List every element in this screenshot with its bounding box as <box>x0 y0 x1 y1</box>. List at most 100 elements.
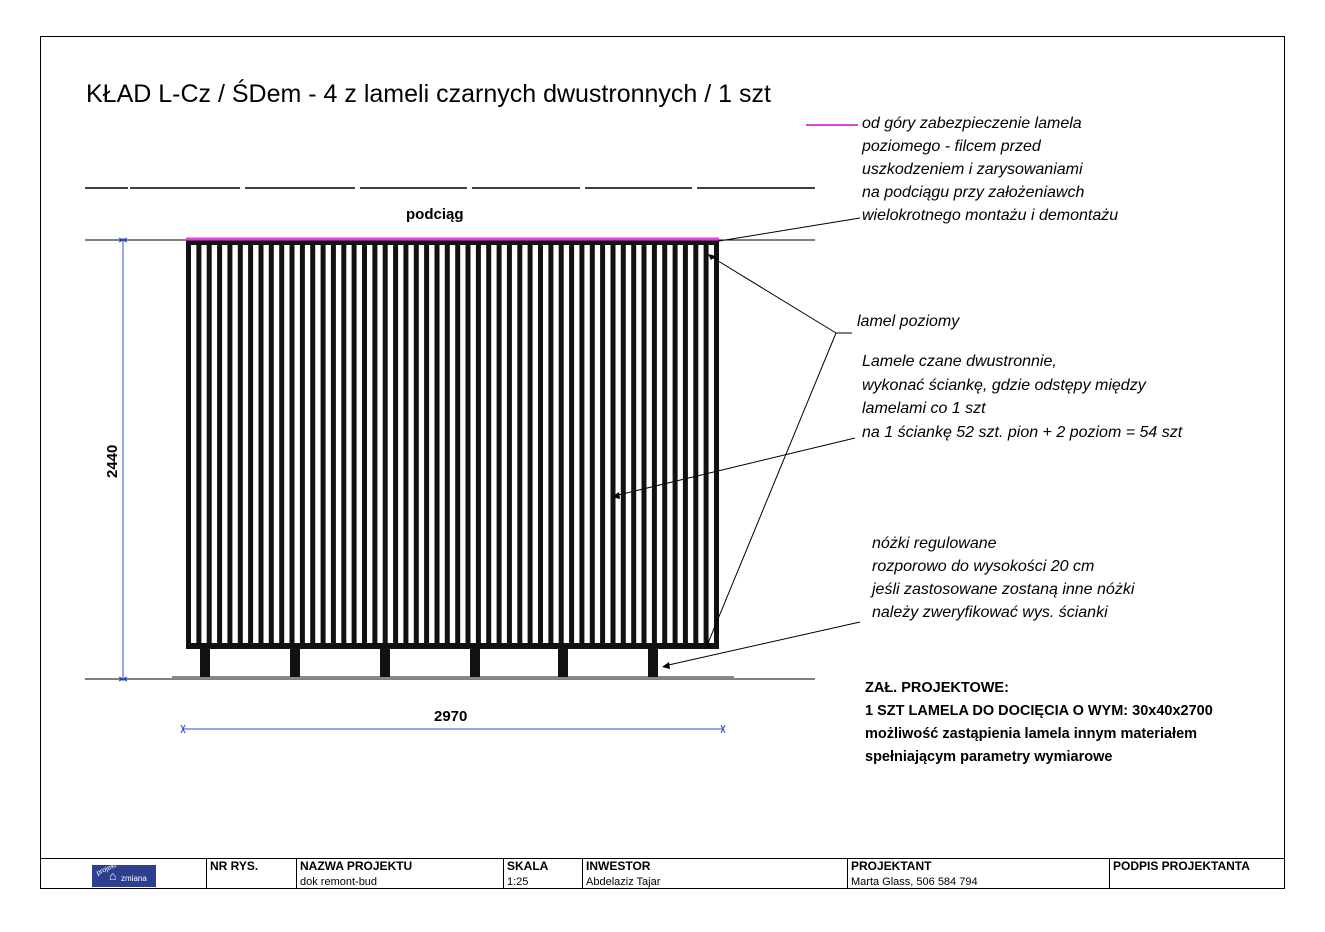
vertical-lamel <box>351 245 357 643</box>
note-line: Lamele czane dwustronnie, <box>862 353 1057 370</box>
vertical-lamel <box>682 245 688 643</box>
vertical-lamel <box>641 245 647 643</box>
adjustable-foot <box>290 649 300 677</box>
vertical-lamel <box>703 245 709 643</box>
vertical-lamel <box>672 245 678 643</box>
vertical-lamels <box>186 245 719 643</box>
vertical-lamel <box>289 245 295 643</box>
vertical-lamel <box>299 245 305 643</box>
scale-value: 1:25 <box>507 876 529 888</box>
vertical-lamel <box>206 245 212 643</box>
project-name-header: NAZWA PROJEKTU <box>300 859 413 873</box>
adjustable-foot <box>380 649 390 677</box>
width-dimension <box>180 724 726 734</box>
vertical-lamel <box>506 245 512 643</box>
drawing-number-cell: NR RYS. <box>206 859 298 889</box>
vertical-lamel <box>569 245 575 643</box>
note-line: nóżki regulowane <box>872 535 997 552</box>
vertical-lamel <box>268 245 274 643</box>
vertical-lamel <box>320 245 326 643</box>
scale-cell: SKALA 1:25 <box>503 859 585 889</box>
vertical-lamel <box>341 245 347 643</box>
vertical-lamel <box>362 245 367 643</box>
company-logo: projekt ⌂ zmiana <box>92 862 156 887</box>
vertical-lamel <box>217 245 223 643</box>
vertical-lamel <box>310 245 316 643</box>
lamels-note: Lamele czane dwustronnie, wykonać ściank… <box>862 350 1182 444</box>
vertical-lamel <box>610 245 616 643</box>
investor-value: Abdelaziz Tajar <box>586 876 661 888</box>
vertical-lamel <box>517 245 523 643</box>
house-icon: ⌂ <box>109 869 117 883</box>
signature-header: PODPIS PROJEKTANTA <box>1113 859 1250 873</box>
signature-cell: PODPIS PROJEKTANTA <box>1109 859 1285 889</box>
note-line: wykonać ściankę, gdzie odstępy między <box>862 376 1146 394</box>
vertical-lamel <box>589 245 595 643</box>
note-line: od góry zabezpieczenie lamela <box>862 115 1082 132</box>
drawing-frame <box>40 36 1285 889</box>
adjustable-foot <box>470 649 480 677</box>
top-horizontal-lamel <box>186 240 719 245</box>
vertical-lamel <box>196 245 202 643</box>
attachments-note: ZAŁ. PROJEKTOWE: 1 SZT LAMELA DO DOCIĘCI… <box>865 677 1213 769</box>
floor-hatch <box>172 676 734 679</box>
investor-header: INWESTOR <box>586 859 651 873</box>
vertical-lamel <box>475 245 481 643</box>
vertical-lamel <box>548 245 554 643</box>
vertical-lamel <box>631 245 637 643</box>
note-line: uszkodzeniem i zarysowaniami <box>862 161 1083 178</box>
vertical-lamel <box>413 245 419 643</box>
vertical-lamel <box>465 245 471 643</box>
drawing-title: KŁAD L-Cz / ŚDem - 4 z lameli czarnych d… <box>86 80 771 108</box>
vertical-lamel <box>403 245 409 643</box>
vertical-lamel <box>237 245 243 643</box>
adjustable-foot <box>558 649 568 677</box>
note-line: wielokrotnego montażu i demontażu <box>862 207 1119 224</box>
vertical-lamel <box>330 245 336 643</box>
feet-note: nóżki regulowane rozporowo do wysokości … <box>872 532 1134 624</box>
project-name-value: dok remont-bud <box>300 876 378 888</box>
vertical-lamel <box>455 245 461 643</box>
height-dimension-label: 2440 <box>104 444 121 478</box>
attachments-line: 1 SZT LAMELA DO DOCIĘCIA O WYM: 30x40x27… <box>865 703 1213 719</box>
vertical-lamel <box>372 245 378 643</box>
vertical-lamel <box>620 245 626 643</box>
designer-header: PROJEKTANT <box>851 859 932 873</box>
note-line: rozporowo do wysokości 20 cm <box>872 558 1095 575</box>
vertical-lamel <box>579 245 585 643</box>
note-line: poziomego - filcem przed <box>862 138 1041 155</box>
attachments-line: ZAŁ. PROJEKTOWE: <box>865 680 1009 696</box>
adjustable-feet <box>200 649 658 677</box>
note-line: lamelami co 1 szt <box>862 400 986 417</box>
logo-word: zmiana <box>121 874 147 883</box>
vertical-lamel <box>434 245 440 643</box>
bottom-horizontal-lamel <box>186 643 719 649</box>
vertical-lamel <box>248 245 254 643</box>
horizontal-lamel-note: lamel poziomy <box>857 313 960 330</box>
felt-note: od góry zabezpieczenie lamela poziomego … <box>862 112 1118 227</box>
designer-value: Marta Glass, 506 584 794 <box>851 876 978 888</box>
vertical-lamel <box>538 245 543 643</box>
vertical-lamel <box>424 245 430 643</box>
vertical-lamel <box>693 245 699 643</box>
height-dimension <box>118 237 128 682</box>
leader-arrowheads <box>612 254 716 669</box>
vertical-lamel <box>651 245 657 643</box>
adjustable-foot <box>200 649 210 677</box>
vertical-lamel <box>662 245 668 643</box>
scale-header: SKALA <box>507 859 549 873</box>
attachments-line: spełniającym parametry wymiarowe <box>865 749 1113 765</box>
attachments-line: możliwość zastąpienia lamela innym mater… <box>865 726 1198 742</box>
investor-cell: INWESTOR Abdelaziz Tajar <box>582 859 850 889</box>
vertical-lamel <box>227 245 233 643</box>
note-line: na 1 ściankę 52 szt. pion + 2 poziom = 5… <box>862 423 1183 441</box>
vertical-lamel <box>486 245 492 643</box>
width-dimension-label: 2970 <box>434 708 468 725</box>
designer-cell: PROJEKTANT Marta Glass, 506 584 794 <box>847 859 1111 889</box>
vertical-lamel <box>393 245 399 643</box>
vertical-lamel <box>600 245 606 643</box>
vertical-lamel <box>714 245 719 643</box>
drawing-number-header: NR RYS. <box>210 859 259 873</box>
title-block: projekt ⌂ zmiana NR RYS. NAZWA PROJEKTU … <box>40 858 1285 889</box>
